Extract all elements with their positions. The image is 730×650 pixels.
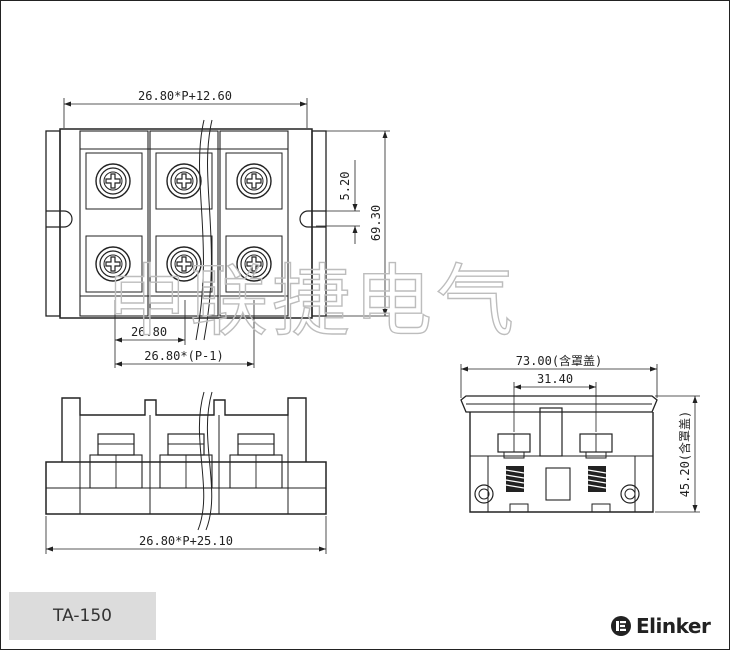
dim-side-inner: 31.40 [537, 372, 573, 386]
elinker-logo-icon [611, 616, 631, 636]
front-view-dimensions [45, 516, 327, 554]
brand-logo: Elinker [610, 612, 711, 640]
model-label-box: TA-150 [9, 592, 156, 640]
dim-side-height: 45.20(含罩盖) [677, 411, 692, 498]
dim-top-width: 26.80*P+12.60 [138, 89, 232, 103]
dim-pitch-span: 26.80*(P-1) [144, 349, 223, 363]
brand-name: Elinker [636, 614, 711, 638]
front-view-break-lines [197, 391, 213, 531]
side-view-thread-lines [505, 469, 607, 489]
dim-bottom-width: 26.80*P+25.10 [139, 534, 233, 548]
dim-side-width: 73.00(含罩盖) [516, 353, 603, 368]
dim-offset: 5.20 [338, 172, 352, 201]
dim-pitch: 26.80 [131, 325, 167, 339]
side-view [460, 395, 658, 513]
top-view-dimensions [63, 98, 390, 368]
watermark-text: 中联捷电气 [108, 257, 518, 347]
dim-height-total: 69.30 [369, 205, 383, 241]
side-view-dimensions [460, 364, 700, 513]
top-view-break-lines [195, 119, 213, 341]
model-label: TA-150 [53, 606, 112, 626]
front-view [45, 397, 327, 515]
